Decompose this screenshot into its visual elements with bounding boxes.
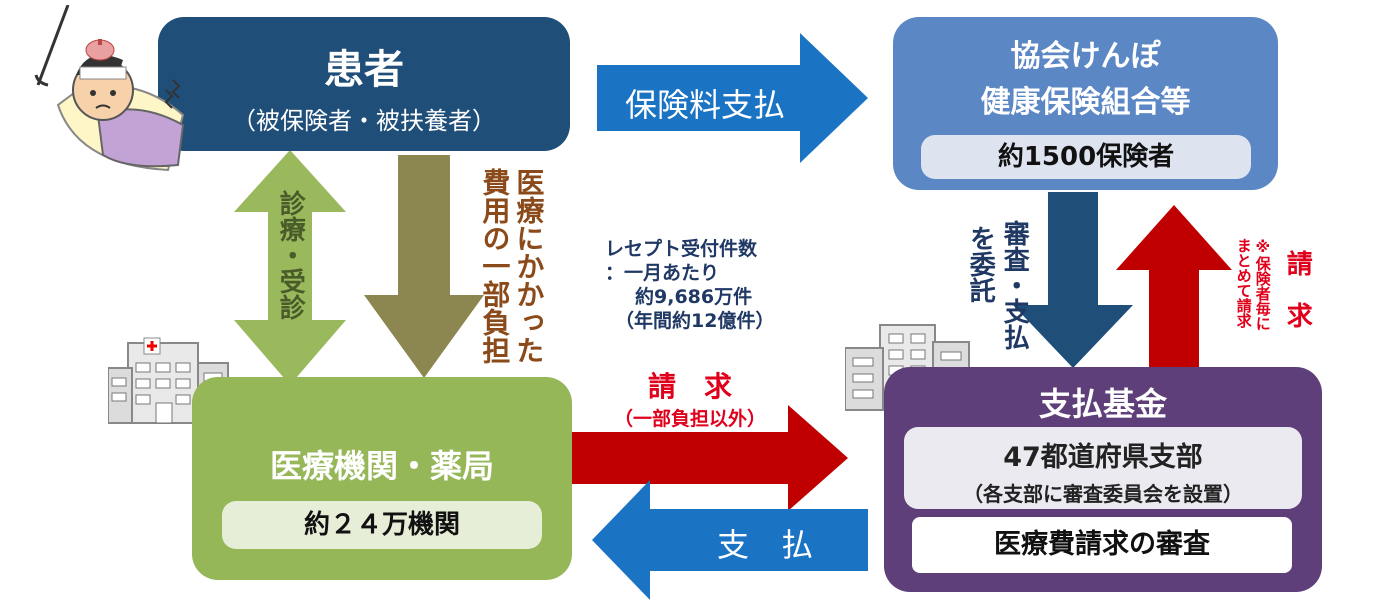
kyokai-box: 協会けんぽ 健康保険組合等 約1500保険者 <box>893 17 1278 190</box>
iryo-title: 医療機関・薬局 <box>269 447 494 485</box>
sick-patient-icon <box>34 5 185 172</box>
cost-share-arrow <box>364 155 484 378</box>
receipt-line3: 約9,686万件 <box>635 286 753 309</box>
bundle-claim-note-line2: まとめて請求 <box>1234 238 1253 328</box>
cost-share-label-line1: 医療にかかった <box>512 168 546 364</box>
bundle-claim-arrow <box>1116 205 1232 372</box>
premium-label: 保険料支払 <box>624 86 785 124</box>
kyokai-count: 約1500保険者 <box>997 142 1175 172</box>
bundle-claim-note-line1: ※保険者毎に <box>1253 238 1272 331</box>
premium-arrow <box>597 33 868 163</box>
kyokai-title-line2: 健康保険組合等 <box>980 85 1191 120</box>
entrust-label-line1: 審査・支払 <box>999 220 1030 350</box>
shinryo-arrow <box>234 150 346 385</box>
kikin-box: 支払基金 47都道府県支部 （各支部に審査委員会を設置） 医療費請求の審査 <box>884 367 1322 592</box>
patient-box: 患者 （被保険者・被扶養者） <box>158 17 570 151</box>
iryo-count-pill: 約２４万機関 <box>222 501 542 549</box>
receipt-claim-label: 請 求 <box>647 370 732 403</box>
patient-title: 患者 <box>324 47 404 93</box>
kikin-review: 医療費請求の審査 <box>994 529 1210 560</box>
cost-share-label-line2: 費用の一部負担 <box>478 168 512 364</box>
entrust-arrow <box>1013 192 1133 368</box>
receipt-line2: ：一月あたり <box>605 262 720 285</box>
kikin-review-pill: 医療費請求の審査 <box>912 517 1292 573</box>
receipt-info: レセプト受付件数 ：一月あたり 約9,686万件 （年間約12億件） <box>605 237 820 334</box>
claim-arrow <box>567 405 848 511</box>
kikin-branch-pill: 47都道府県支部 （各支部に審査委員会を設置） <box>904 427 1302 509</box>
iryo-count: 約２４万機関 <box>303 510 460 540</box>
kikin-title: 支払基金 <box>1038 385 1167 423</box>
receipt-line4: （年間約12億件） <box>615 310 775 333</box>
kikin-branch-title: 47都道府県支部 <box>1003 442 1203 473</box>
bundle-claim-text: 請 求 <box>1282 250 1313 328</box>
receipt-line1: レセプト受付件数 <box>605 238 758 260</box>
payment-label: 支 払 <box>716 526 813 564</box>
entrust-label-line2: を委託 <box>965 225 996 303</box>
shinryo-label: 診療・受診 <box>275 190 306 320</box>
bundle-claim-label: 請 求 <box>1282 250 1313 328</box>
payment-arrow <box>592 480 868 600</box>
receipt-claim-note: （一部負担以外） <box>613 408 766 430</box>
kikin-branch-note: （各支部に審査委員会を設置） <box>963 482 1243 506</box>
patient-subtitle: （被保険者・被扶養者） <box>232 107 496 135</box>
kyokai-title-line1: 協会けんぽ <box>1010 39 1161 74</box>
iryo-box: 医療機関・薬局 約２４万機関 <box>192 377 572 580</box>
kyokai-count-pill: 約1500保険者 <box>921 135 1251 179</box>
